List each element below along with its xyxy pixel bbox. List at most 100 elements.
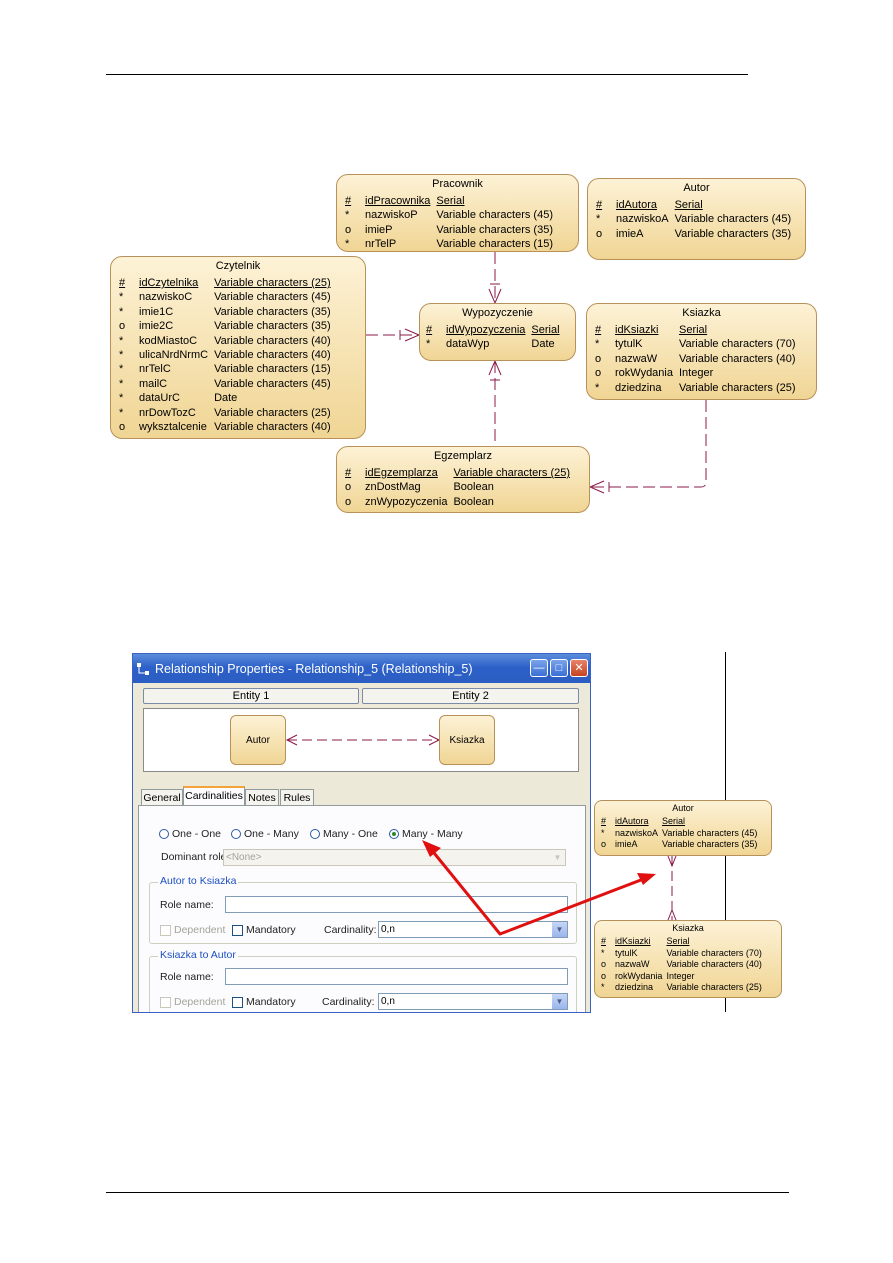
attribute-name: imieA [616,227,644,240]
attribute-mark: * [345,209,350,222]
attribute-name: idAutora [616,199,657,211]
preview-entity-left[interactable]: Autor [230,715,286,765]
attribute-name: nazwiskoA [615,827,659,838]
attribute-type: Integer [666,970,695,981]
radio-circle-selected[interactable] [389,829,399,839]
attribute-mark: * [345,238,350,251]
attribute-name: znDostMag [365,481,421,494]
attribute-name: idWypozyczenia [446,324,526,336]
chevron-down-icon[interactable]: ▼ [552,994,567,1009]
entity2-button[interactable]: Entity 2 [362,688,579,704]
attribute-mark: # [345,195,352,207]
chevron-down-icon[interactable]: ▼ [550,850,565,865]
attribute-type: Variable characters (45) [214,377,331,390]
mandatory-checkbox[interactable] [232,925,243,936]
attribute-type: Variable characters (25) [666,982,762,992]
tab-general[interactable]: General [141,789,183,806]
attribute-row: * nrTelP Variable characters (15) [345,237,559,251]
attribute-mark: * [119,349,124,362]
attribute-name: idPracownika [365,195,431,207]
cardinality-select[interactable]: 0,n ▼ [378,993,568,1010]
group-autor-to-ksiazka: Autor to Ksiazka Role name: Dependent Ma… [149,875,577,944]
radio-circle[interactable] [310,829,320,839]
maximize-button[interactable]: □ [550,659,568,677]
tab-cardinalities[interactable]: Cardinalities [183,786,245,806]
attribute-name: idCzytelnika [139,277,199,289]
attribute-name: nrDowTozC [139,406,196,419]
attribute-name: znWypozyczenia [365,495,448,508]
mandatory-checkbox[interactable] [232,997,243,1008]
role-name-input[interactable] [225,896,568,913]
cardinality-select[interactable]: 0,n ▼ [378,921,568,938]
tab-notes[interactable]: Notes [245,789,279,806]
attribute-mark: * [595,338,600,351]
dialog-titlebar[interactable]: Relationship Properties - Relationship_5… [133,654,590,683]
attribute-name: idEgzemplarza [365,467,438,479]
attribute-name: nazwiskoA [616,213,669,226]
radio-one-one[interactable]: One - One [159,828,221,840]
role-name-label: Role name: [160,971,214,983]
dominant-role-select[interactable]: <None> ▼ [223,849,566,866]
attribute-name: idKsiazki [615,324,659,336]
attribute-name: tytulK [615,947,638,958]
attribute-name: nrTelP [365,238,397,251]
attribute-type: Serial [678,324,708,336]
attribute-type: Serial [531,324,560,336]
attribute-type: Date [214,392,238,405]
radio-circle[interactable] [159,829,169,839]
attribute-mark: o [345,481,352,494]
attribute-type: Variable characters (15) [436,238,553,251]
radio-one-many[interactable]: One - Many [231,828,299,840]
attribute-name: nazwaW [615,959,650,969]
attribute-mark: * [601,947,605,958]
dependent-label: Dependent [174,996,226,1008]
attribute-mark: * [119,291,124,304]
dependent-checkbox[interactable] [160,997,171,1008]
entity1-button[interactable]: Entity 1 [143,688,359,704]
tab-rules[interactable]: Rules [280,789,314,806]
attribute-name: kodMiastoC [139,334,198,347]
entity-title: Czytelnik [215,260,261,272]
attribute-mark: # [426,324,433,336]
close-button[interactable]: ✕ [570,659,588,677]
attribute-name: imie2C [139,320,174,333]
relationship-properties-dialog: Relationship Properties - Relationship_5… [132,653,591,1013]
attribute-mark: # [601,936,607,946]
attribute-mark: * [601,827,605,838]
attribute-mark: o [345,223,352,236]
radio-many-one[interactable]: Many - One [310,828,378,840]
preview-entity-right[interactable]: Ksiazka [439,715,495,765]
attribute-mark: o [596,227,603,240]
dependent-checkbox[interactable] [160,925,171,936]
radio-many-many[interactable]: Many - Many [389,828,463,840]
attribute-name: nazwiskoP [365,209,418,222]
role-name-input[interactable] [225,968,568,985]
chevron-down-icon[interactable]: ▼ [552,922,567,937]
radio-circle[interactable] [231,829,241,839]
cardinality-label: Cardinality: [324,924,377,936]
minimize-button[interactable]: — [530,659,548,677]
